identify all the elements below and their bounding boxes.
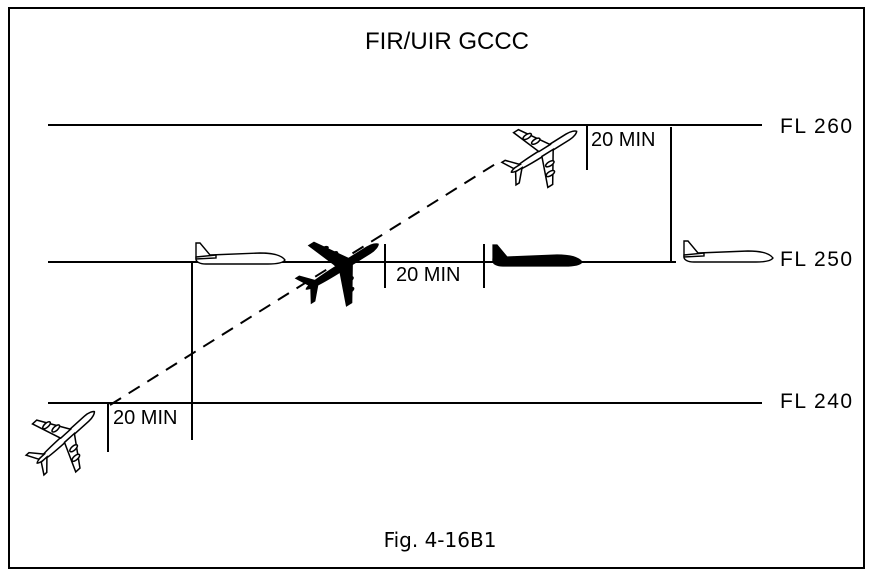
figure-caption: Fig. 4-16B1	[384, 528, 497, 552]
interval-label-upper: 20 MIN	[591, 129, 655, 151]
airplane-climbing-upper-icon	[491, 103, 595, 202]
interval-label-middle: 20 MIN	[396, 264, 460, 286]
climb-path	[109, 162, 498, 406]
fl240-label: FL 240	[780, 390, 854, 413]
diagram-frame	[8, 7, 865, 569]
airplane-level-left-icon	[195, 242, 286, 265]
fl250-label: FL 250	[780, 248, 854, 271]
airplane-climbing-middle-icon	[284, 213, 398, 322]
fl260-label: FL 260	[780, 115, 854, 138]
airplane-level-middle-icon	[492, 244, 583, 267]
interval-label-lower: 20 MIN	[113, 407, 177, 429]
diagram-title: FIR/UIR GCCC	[365, 28, 529, 55]
airplane-level-right-icon	[683, 240, 774, 263]
